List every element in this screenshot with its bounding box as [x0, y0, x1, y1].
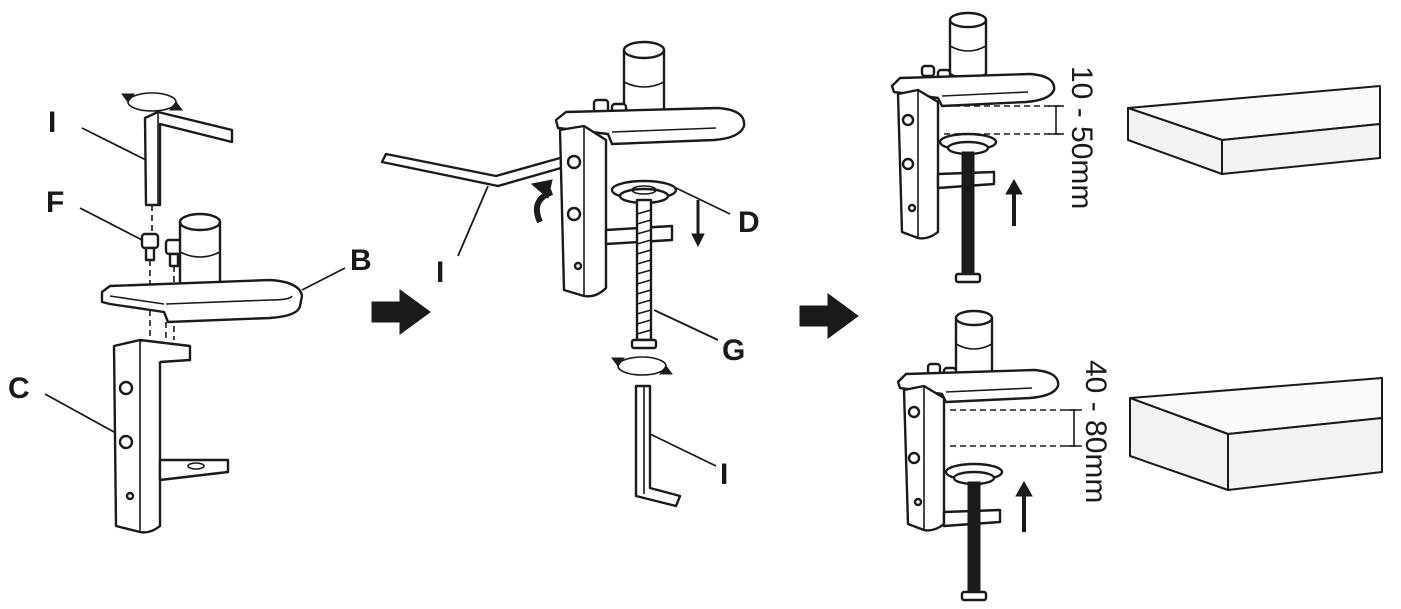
right-arrow-icon — [799, 293, 859, 339]
base-plate-b — [100, 278, 304, 324]
step-2-assembly: I — [380, 40, 760, 508]
allen-key-icon — [143, 110, 234, 207]
pressure-disc-d — [610, 179, 678, 205]
allen-key-icon — [380, 152, 570, 188]
mount-post — [592, 40, 666, 119]
label-i: I — [48, 106, 56, 139]
clamp-body-c — [112, 322, 230, 534]
label-c: C — [8, 372, 30, 405]
up-arrow-icon — [1005, 178, 1023, 226]
label-i-vertical: I — [720, 458, 728, 491]
up-arrow-icon — [1015, 480, 1033, 532]
label-g: G — [722, 334, 745, 367]
thin-desk-slab — [1127, 85, 1381, 175]
mount-post — [926, 309, 994, 380]
clamp-body — [558, 124, 674, 298]
label-d: D — [738, 206, 760, 239]
step-1-exploded-view: I F B — [8, 92, 372, 534]
label-i-horizontal: I — [436, 256, 444, 289]
label-f: F — [46, 186, 64, 219]
step-3-thick-desk: 40 - 80mm — [896, 309, 1383, 602]
base-plate — [554, 106, 746, 146]
rotate-arrow-icon — [611, 356, 673, 376]
right-arrow-icon — [371, 289, 431, 335]
thick-desk-slab — [1129, 377, 1383, 491]
rotate-arrow-icon — [530, 179, 554, 224]
label-b: B — [350, 244, 372, 277]
threaded-rod-g — [630, 198, 658, 350]
dimension-40-80mm: 40 - 80mm — [1079, 360, 1112, 503]
allen-key-icon — [634, 384, 682, 508]
step-3-thin-desk: 10 - 50mm — [890, 11, 1381, 284]
dimension-10-50mm: 10 - 50mm — [1065, 66, 1098, 209]
screw-f — [140, 232, 184, 340]
mount-post — [920, 11, 988, 82]
rotate-arrow-icon — [121, 92, 183, 112]
down-arrow-icon — [691, 200, 705, 248]
